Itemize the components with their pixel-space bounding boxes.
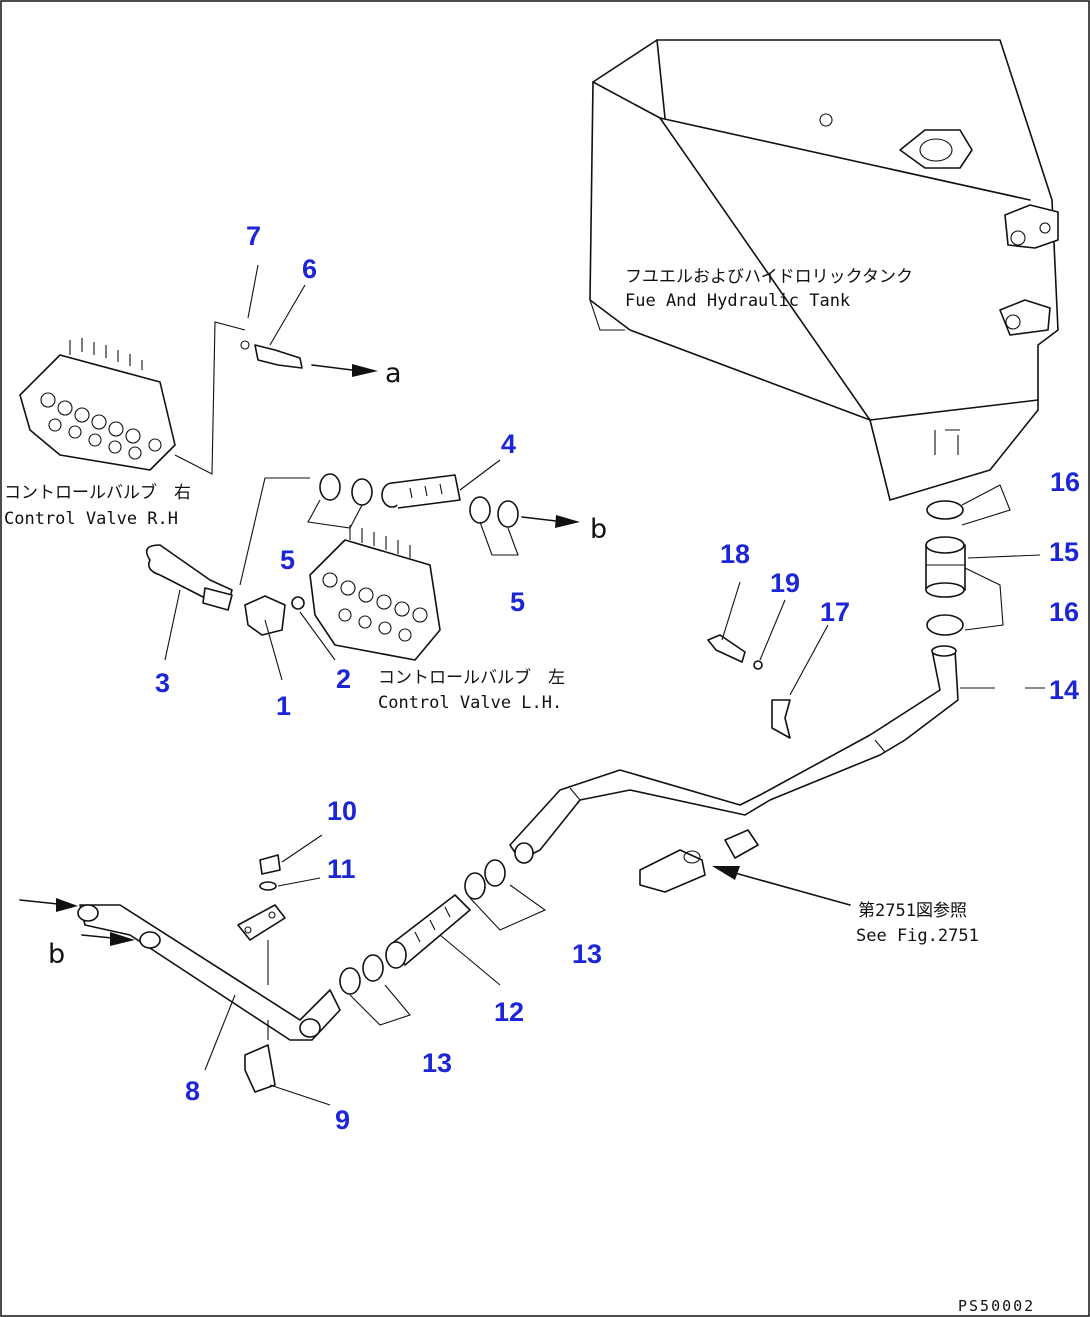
clamp-part-16-lower — [926, 614, 964, 636]
cv-rh-label-jp: コントロールバルブ 右 — [4, 482, 191, 503]
tank-label-en: Fue And Hydraulic Tank — [625, 291, 850, 311]
leader-19 — [759, 599, 786, 661]
clamp-part-5b — [469, 496, 519, 528]
clamp-part-16-upper — [926, 500, 964, 520]
leader-hose — [239, 477, 310, 586]
bracket-part-17 — [771, 699, 791, 739]
suction-pipe-part-14 — [509, 645, 959, 864]
leader-9 — [269, 1084, 331, 1106]
callout-7: 7 — [246, 221, 261, 251]
tank-label-jp: フユエルおよびハイドロリックタンク — [625, 267, 913, 287]
callout-1: 1 — [276, 691, 291, 721]
callout-15: 15 — [1049, 537, 1079, 567]
arrow-b-right-label: b — [590, 514, 607, 545]
callout-10: 10 — [327, 796, 357, 826]
arrow-b-left-head-2 — [110, 932, 135, 946]
callout-17: 17 — [820, 597, 850, 627]
nut-part-10 — [259, 854, 281, 875]
cv-lh-label-en: Control Valve L.H. — [378, 693, 562, 713]
callout-16-lower: 16 — [1049, 597, 1079, 627]
callout-2: 2 — [336, 664, 351, 694]
arrow-fig-head — [712, 866, 740, 880]
clamp-plate — [237, 904, 286, 941]
control-valve-lh — [309, 525, 441, 661]
arrow-b-shaft — [521, 516, 557, 522]
hose-part-3 — [145, 544, 233, 611]
drawing-code: PS50002 — [958, 1297, 1035, 1315]
leader-2 — [299, 611, 336, 661]
leader-7 — [247, 264, 259, 319]
callout-9: 9 — [335, 1105, 350, 1135]
callout-13-lower: 13 — [422, 1048, 452, 1078]
u-bolt-part-9 — [244, 1044, 276, 1093]
leader-6 — [269, 284, 306, 346]
callout-14: 14 — [1049, 675, 1079, 705]
oring-part-2 — [291, 596, 305, 610]
leader-5b — [479, 521, 519, 556]
leader-13-lower — [349, 984, 411, 1026]
leader-cv-rh — [174, 321, 246, 475]
clamp-part-5a — [319, 473, 373, 506]
leader-1 — [264, 619, 283, 681]
callout-16-upper: 16 — [1050, 467, 1080, 497]
leader-8 — [204, 994, 236, 1071]
cv-rh-label-en: Control Valve R.H — [4, 509, 178, 529]
leader-17 — [789, 624, 829, 696]
leader-3 — [164, 589, 181, 661]
leader-18 — [721, 581, 741, 641]
arrow-b-left-shaft-2 — [81, 934, 113, 939]
fuel-hydraulic-tank — [589, 39, 1059, 501]
bolt-part-18 — [707, 634, 746, 663]
callout-13-upper: 13 — [572, 939, 602, 969]
arrow-a-shaft — [311, 364, 353, 371]
fitting-part-6 — [240, 340, 303, 369]
arrow-b-left-shaft — [19, 899, 59, 905]
leader-16-lower — [964, 567, 1004, 631]
cv-lh-label-jp: コントロールバルブ 左 — [378, 667, 565, 688]
see-fig-label-jp: 第2751図参照 — [858, 901, 967, 921]
callout-11: 11 — [327, 854, 356, 884]
arrow-b-left-head — [56, 898, 78, 912]
arrow-a-head — [352, 364, 378, 377]
elbow-part-1 — [244, 595, 286, 636]
washer-part-11 — [259, 881, 277, 891]
callout-5b: 5 — [510, 587, 525, 617]
pipe-part-8 — [77, 904, 341, 1041]
washer-part-19 — [753, 660, 763, 670]
clamp-part-13-upper — [464, 859, 506, 900]
control-valve-rh — [19, 338, 176, 471]
callout-12: 12 — [494, 997, 524, 1027]
callout-6: 6 — [302, 254, 317, 284]
callout-3: 3 — [155, 668, 170, 698]
hose-part-4 — [381, 474, 461, 509]
leader-11 — [277, 877, 321, 887]
arrow-b-head — [555, 515, 580, 528]
arrow-b-left-label: b — [48, 939, 65, 970]
leader-16-upper — [961, 484, 1011, 526]
branch-fitting — [639, 829, 759, 893]
clamp-part-13-lower — [339, 954, 384, 995]
arrow-fig-shaft — [734, 872, 851, 906]
arrow-a-label: a — [385, 358, 402, 389]
adapter-part-15 — [925, 536, 966, 598]
callout-19: 19 — [770, 568, 800, 598]
callout-4: 4 — [501, 429, 516, 459]
callout-5a: 5 — [280, 545, 295, 575]
leader-12 — [439, 934, 501, 986]
leader-4 — [459, 459, 501, 491]
hose-part-12 — [385, 894, 471, 969]
leader-15 — [967, 554, 1041, 559]
callout-18: 18 — [720, 539, 750, 569]
leader-13-upper — [469, 884, 547, 931]
leader-10 — [281, 834, 323, 863]
see-fig-label-en: See Fig.2751 — [856, 926, 979, 946]
callout-8: 8 — [185, 1076, 200, 1106]
leader-5a — [307, 499, 363, 529]
